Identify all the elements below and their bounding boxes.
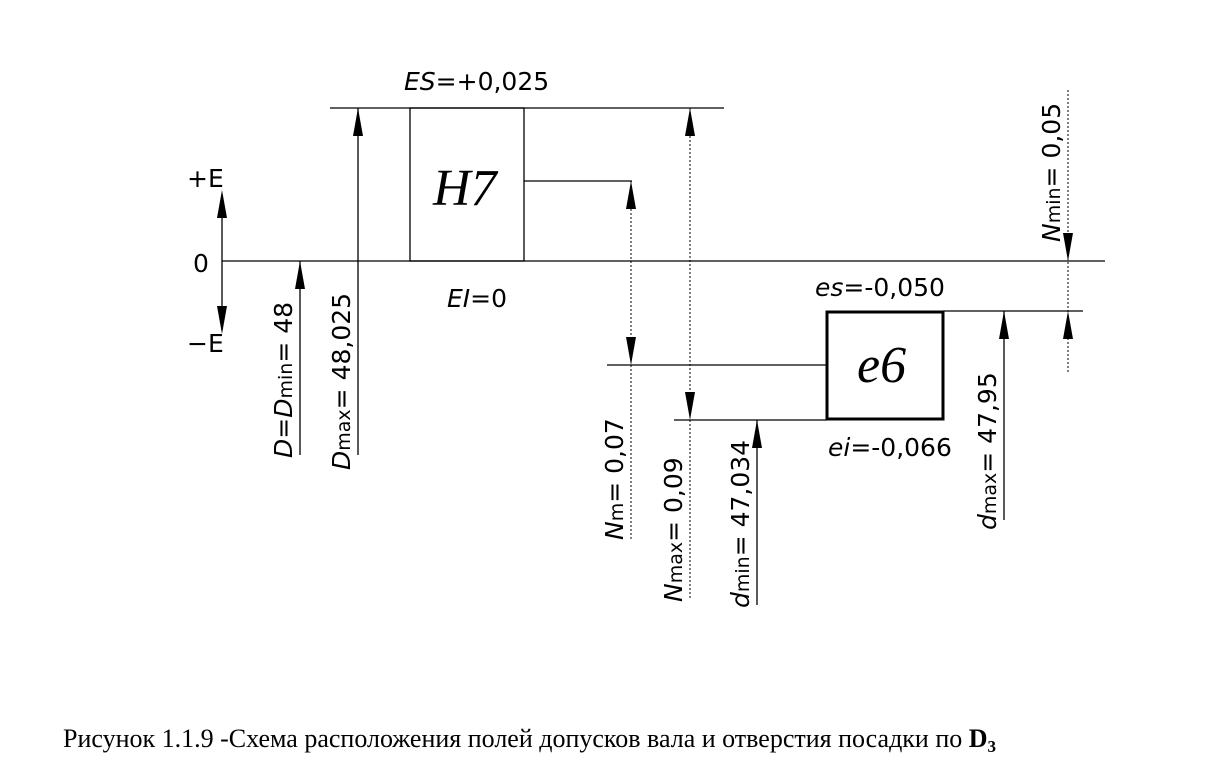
d-max-dimension — [353, 108, 363, 455]
deviation-axis — [217, 190, 227, 334]
d-min-shaft-dimension — [752, 420, 762, 605]
d-max-shaft-dimension — [999, 311, 1009, 520]
hole-zone-label: H7 — [432, 160, 499, 217]
caption-subscript: 3 — [988, 737, 997, 756]
n-max-label: Nmax= 0,09 — [659, 457, 688, 602]
axis-zero-label: 0 — [193, 249, 209, 278]
hole-lower-deviation: EI=0 — [447, 284, 507, 313]
n-min-label: Nmin= 0,05 — [1037, 103, 1066, 242]
figure-caption: Рисунок 1.1.9 -Схема расположения полей … — [63, 724, 996, 756]
shaft-lower-deviation: ei=-0,066 — [828, 433, 952, 462]
d-nominal-dimension — [295, 261, 305, 455]
axis-plus-label: +E — [187, 164, 224, 193]
n-mean-dimension — [626, 181, 636, 540]
n-mean-label: Nm= 0,07 — [600, 418, 629, 540]
n-max-dimension — [685, 108, 695, 600]
shaft-zone-label: e6 — [857, 337, 906, 394]
hole-zone-rect — [409, 107, 525, 262]
axis-minus-label: −E — [187, 329, 224, 358]
shaft-upper-deviation: es=-0,050 — [815, 273, 945, 302]
caption-bold: D — [969, 724, 988, 753]
shaft-max-label: dmax= 47,95 — [973, 372, 1002, 530]
n-min-dimension — [1063, 90, 1073, 372]
hole-max-label: Dmax= 48,025 — [327, 293, 356, 470]
hole-upper-deviation: ES=+0,025 — [404, 67, 549, 96]
hole-nominal-label: D=Dmin= 48 — [269, 302, 298, 458]
caption-text: Рисунок 1.1.9 -Схема расположения полей … — [63, 724, 969, 753]
shaft-min-label: dmin= 47,034 — [726, 440, 755, 608]
